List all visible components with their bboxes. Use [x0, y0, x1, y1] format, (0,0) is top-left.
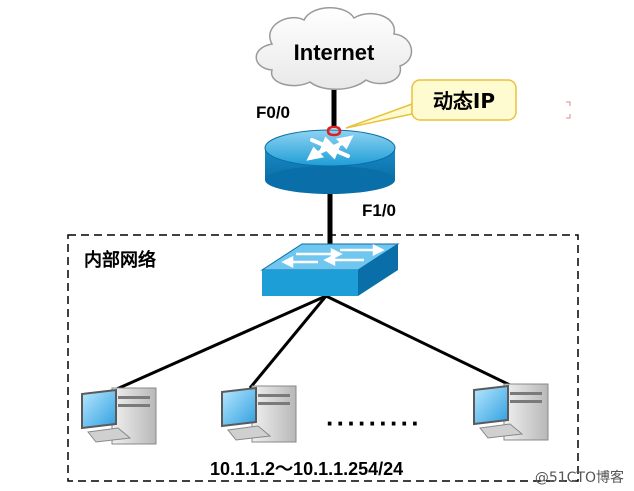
computer-icon: [221, 385, 297, 443]
callout-text: 动态IP: [433, 89, 495, 113]
computer-2[interactable]: [221, 385, 297, 443]
lan-label: 内部网络: [84, 249, 156, 271]
interface-f0-0: F0/0: [256, 103, 290, 122]
computer-3[interactable]: [473, 383, 549, 441]
link-switch-pc3: [325, 294, 513, 388]
computer-icon: [81, 387, 157, 445]
computer-icon: [473, 383, 549, 441]
switch-icon: [260, 243, 400, 296]
router[interactable]: F0/0 F1/0: [256, 103, 396, 220]
link-switch-pc1: [109, 294, 327, 394]
link-switch-pc2: [248, 295, 328, 389]
watermark: @51CTO博客: [535, 469, 624, 486]
router-icon: [264, 125, 396, 194]
corner-mark: [566, 101, 571, 119]
address-range: 10.1.1.2～10.1.1.254/24: [210, 459, 403, 479]
lan-boundary: [67, 234, 579, 482]
cloud-icon: [255, 7, 413, 90]
cloud-label: Internet: [294, 40, 375, 65]
interface-f1-0: F1/0: [362, 201, 396, 220]
computer-1[interactable]: [81, 387, 157, 445]
internet-cloud: Internet: [255, 7, 413, 90]
hosts-ellipsis: ·········: [326, 408, 422, 438]
dynamic-ip-callout: 动态IP: [345, 79, 517, 129]
switch[interactable]: [260, 243, 400, 296]
links: [109, 80, 513, 394]
